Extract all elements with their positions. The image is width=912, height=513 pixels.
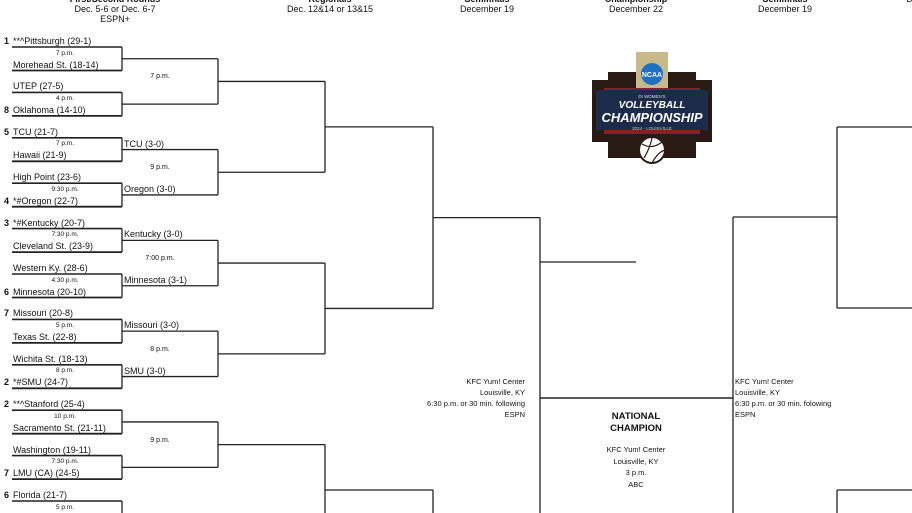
round-header: ChampionshipDecember 22 xyxy=(605,0,668,14)
round-header-dates: December 19 xyxy=(459,4,515,14)
round2-winner: Missouri (3-0) xyxy=(124,320,180,331)
seed-number: 4 xyxy=(4,195,10,206)
team-name: **^Stanford (25-4) xyxy=(13,399,85,410)
round2-time: 9 p.m. xyxy=(150,436,170,444)
round-header: SemifinalsDecember 19 xyxy=(460,0,514,14)
team-name: *#Oregon (22-7) xyxy=(13,195,79,206)
seed-number: 7 xyxy=(4,308,10,319)
team-name: Morehead St. (18-14) xyxy=(13,59,99,70)
team-name: Washington (19-11) xyxy=(13,444,92,455)
match-time: 7:30 p.m. xyxy=(51,458,79,466)
svg-text:CHAMPIONSHIP: CHAMPIONSHIP xyxy=(601,110,702,125)
championship-network: ABC xyxy=(628,479,644,489)
match-time: 5 p.m. xyxy=(55,321,75,329)
seed-number: 6 xyxy=(4,286,10,297)
semifinal-right-time: 6:30 p.m. or 30 min. folowing xyxy=(735,399,832,408)
match-time: 4 p.m. xyxy=(55,94,75,102)
round2-winner: Kentucky (3-0) xyxy=(124,229,183,240)
team-name: Texas St. (22-8) xyxy=(13,331,77,342)
championship-venue: KFC Yum! Center xyxy=(606,445,666,454)
volleyball-icon xyxy=(638,136,666,164)
team-name: Missouri (20-8) xyxy=(13,308,74,319)
seed-number: 6 xyxy=(4,490,10,500)
semifinal-left-venue: KFC Yum! Center xyxy=(466,377,525,386)
round-header: De xyxy=(906,0,912,4)
match-time: 9:30 p.m. xyxy=(51,185,79,193)
round-header-title: Regionals xyxy=(287,0,373,4)
round-header-dates: December 19 xyxy=(757,4,813,14)
team-name: Oklahoma (14-10) xyxy=(13,104,86,115)
logo-ncaa-text: NCAA xyxy=(642,72,662,79)
seed-number: 5 xyxy=(4,126,10,137)
team-name: Florida (21-7) xyxy=(13,490,68,500)
svg-text:DI WOMEN'S: DI WOMEN'S xyxy=(638,94,665,99)
semifinal-right-info: KFC Yum! Center Louisville, KY 6:30 p.m.… xyxy=(735,376,831,420)
team-name: *#Kentucky (20-7) xyxy=(13,217,86,228)
semifinal-right-city: Louisville, KY xyxy=(735,388,781,397)
team-name: LMU (CA) (24-5) xyxy=(13,468,80,479)
round2-time: 7:00 p.m. xyxy=(145,255,175,263)
team-name: TCU (21-7) xyxy=(13,126,59,137)
round2-winner: SMU (3-0) xyxy=(124,365,166,376)
match-time: 7:30 p.m. xyxy=(51,231,79,239)
team-name: UTEP (27-5) xyxy=(13,81,64,92)
round-header: RegionalsDec. 12&14 or 13&15 xyxy=(287,0,373,14)
match-time: 7 p.m. xyxy=(55,140,75,148)
team-name: Wichita St. (18-13) xyxy=(13,353,88,364)
team-name: Western Ky. (28-6) xyxy=(13,263,88,273)
round-header-dates: December 22 xyxy=(608,4,664,14)
semifinal-left-time: 6:30 p.m. or 30 min. following xyxy=(427,399,525,408)
team-name: Minnesota (20-10) xyxy=(13,286,87,297)
champion-label-line1: NATIONAL xyxy=(611,411,661,422)
round-header-dates: Dec. 5-6 or Dec. 6-7 xyxy=(74,4,156,14)
seed-number: 8 xyxy=(4,104,10,115)
semifinal-left-city: Louisville, KY xyxy=(479,388,525,397)
round-header-title: Championship xyxy=(605,0,668,4)
semifinal-left-network: ESPN xyxy=(504,410,525,419)
team-name: High Point (23-6) xyxy=(13,172,82,183)
round2-winner: TCU (3-0) xyxy=(124,138,164,149)
svg-text:VOLLEYBALL: VOLLEYBALL xyxy=(619,100,686,111)
round2-winner: Minnesota (3-1) xyxy=(124,274,188,285)
round2-time: 7 p.m. xyxy=(150,73,170,81)
seed-number: 2 xyxy=(4,399,10,410)
semifinal-right-network: ESPN xyxy=(735,410,756,419)
round2-time: 8 p.m. xyxy=(150,345,170,353)
round-header-dates: Dec. 12&14 or 13&15 xyxy=(286,4,374,14)
team-name: Sacramento St. (21-11) xyxy=(13,422,106,433)
match-time: 8 p.m. xyxy=(55,367,75,375)
champion-label-line2: CHAMPION xyxy=(610,423,662,434)
championship-time: 3 p.m. xyxy=(625,468,647,477)
svg-text:2024 - LOUISVILLE: 2024 - LOUISVILLE xyxy=(632,126,672,131)
semifinal-right-venue: KFC Yum! Center xyxy=(735,377,794,386)
seed-number: 7 xyxy=(4,468,10,479)
match-time: 5 p.m. xyxy=(55,503,75,511)
seed-number: 1 xyxy=(4,36,10,46)
round2-winner: Oregon (3-0) xyxy=(124,183,176,194)
round-header-network: ESPN+ xyxy=(100,14,130,24)
championship-city: Louisville, KY xyxy=(613,456,659,466)
team-name: **^Pittsburgh (29-1) xyxy=(13,36,92,46)
round-header: First/Second RoundsDec. 5-6 or Dec. 6-7E… xyxy=(70,0,161,24)
seed-number: 3 xyxy=(4,217,10,228)
match-time: 7 p.m. xyxy=(55,49,75,57)
championship-logo: NCAA DI WOMEN'S VOLLEYBALL CHAMPIONSHIP … xyxy=(592,52,712,164)
round-header: SemifinalsDecember 19 xyxy=(758,0,812,14)
match-time: 4:30 p.m. xyxy=(51,276,79,284)
round-header-dates: De xyxy=(906,0,912,4)
round-header-title: Semifinals xyxy=(758,0,812,4)
team-name: Cleveland St. (23-9) xyxy=(13,241,94,252)
round-header-title: Semifinals xyxy=(460,0,514,4)
championship-info: KFC Yum! Center Louisville, KY 3 p.m. AB… xyxy=(607,444,666,490)
round-header-title: First/Second Rounds xyxy=(70,0,161,4)
team-name: Hawaii (21-9) xyxy=(13,150,67,161)
round2-time: 9 p.m. xyxy=(150,164,170,172)
seed-number: 2 xyxy=(4,377,10,388)
match-time: 10 p.m. xyxy=(54,412,76,420)
national-champion-label: NATIONAL CHAMPION xyxy=(610,411,662,435)
semifinal-left-info: KFC Yum! Center Louisville, KY 6:30 p.m.… xyxy=(427,376,525,420)
team-name: *#SMU (24-7) xyxy=(13,377,69,388)
